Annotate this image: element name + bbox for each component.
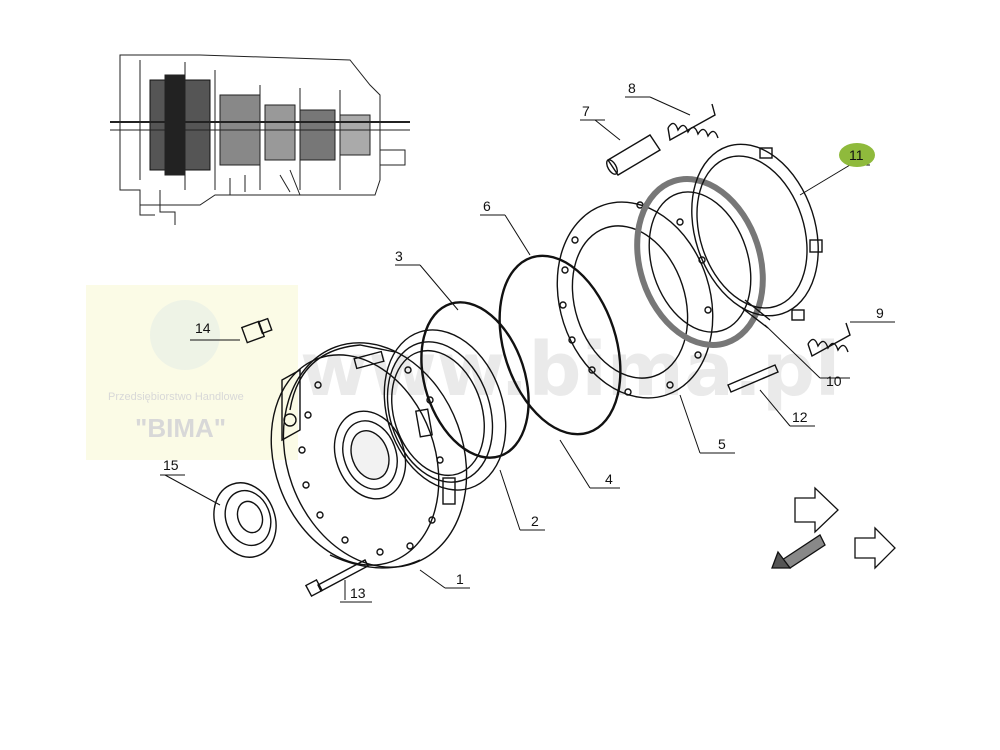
callout-10: 10 [826, 373, 842, 389]
watermark-company-line: Przedsiębiorstwo Handlowe [108, 391, 244, 403]
part-11-steel-plate [691, 143, 823, 321]
part-4-seal-ring [498, 254, 622, 436]
part-3-seal-ring [420, 301, 530, 459]
part-1-clutch-carrier [270, 342, 468, 569]
callout-2: 2 [531, 513, 539, 529]
callout-13: 13 [350, 585, 366, 601]
part-7-pin [606, 134, 661, 176]
direction-arrows-icon [771, 486, 896, 570]
part-10-snap-spring [741, 299, 771, 329]
callout-6: 6 [483, 198, 491, 214]
callout-9: 9 [876, 305, 884, 321]
watermark-logo-icon [150, 300, 220, 370]
part-13-bolt [304, 559, 369, 598]
callout-11: 11 [849, 147, 864, 163]
part-8-spring [667, 103, 719, 142]
watermark-company-name: "BIMA" [135, 413, 226, 443]
callout-7: 7 [582, 103, 590, 119]
callout-12: 12 [792, 409, 808, 425]
part-9-spring [807, 322, 851, 358]
callout-1: 1 [456, 571, 464, 587]
callout-11-highlight [839, 143, 875, 167]
transmission-overview-icon [110, 54, 410, 225]
callout-labels: 1 2 3 4 5 6 7 8 9 10 11 12 13 14 15 [163, 80, 884, 601]
callout-8: 8 [628, 80, 636, 96]
part-2-piston [383, 329, 507, 491]
callout-3: 3 [395, 248, 403, 264]
callout-14: 14 [195, 320, 211, 336]
watermark: Przedsiębiorstwo Handlowe "BIMA" www.bim… [86, 285, 840, 460]
callout-5: 5 [718, 436, 726, 452]
callout-15: 15 [163, 457, 179, 473]
part-12-roll-pin [727, 364, 779, 393]
part-14-plug [240, 317, 273, 344]
part-5-pressure-plate [556, 201, 714, 399]
watermark-site-text: www.bima.pl [300, 327, 840, 413]
callout-4: 4 [605, 471, 613, 487]
part-15-bearing [213, 482, 277, 558]
part-6-friction-disc [634, 176, 766, 348]
